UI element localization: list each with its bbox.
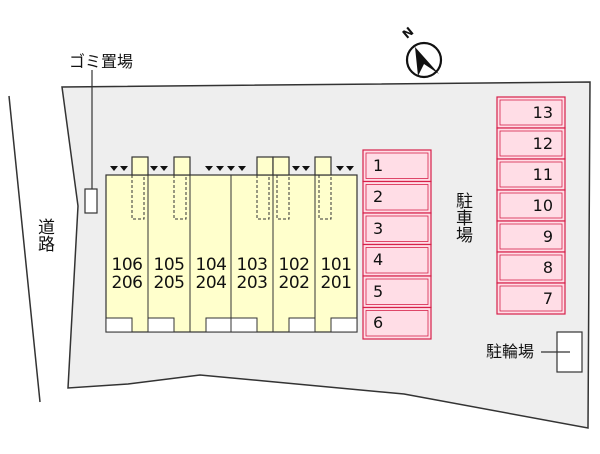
unit-number-lower: 105 xyxy=(153,255,185,275)
parking-space-inner-line xyxy=(365,247,429,274)
unit-entrance-box xyxy=(147,317,175,333)
parking-space-number: 3 xyxy=(373,218,384,238)
road-label: 道路 xyxy=(38,220,55,254)
parking-space-number: 2 xyxy=(373,187,384,207)
unit-number-upper: 206 xyxy=(111,273,143,293)
unit-number-lower: 103 xyxy=(236,255,268,275)
vertical-label-char: 道 xyxy=(38,218,55,238)
parking-space-number: 12 xyxy=(532,133,553,153)
parking-space-number: 4 xyxy=(373,250,384,270)
unit-entrance-box xyxy=(230,317,258,333)
parking-space-inner-line xyxy=(365,215,429,242)
parking-space-number: 11 xyxy=(532,164,553,184)
stair-tower xyxy=(131,156,149,176)
vertical-label-char: 路 xyxy=(38,235,55,255)
stair-dashed-outline xyxy=(256,175,270,220)
stair-dashed-outline xyxy=(276,175,290,220)
parking-space-inner-line xyxy=(499,192,563,219)
apartment-building xyxy=(105,156,358,333)
unit-number-upper: 202 xyxy=(278,273,310,293)
parking-space-inner-line xyxy=(365,278,429,305)
parking-space-inner-line xyxy=(365,152,429,179)
parking-space xyxy=(496,96,566,129)
parking-space-inner-line xyxy=(499,99,563,126)
stair-tower xyxy=(256,156,274,176)
compass-icon xyxy=(405,41,443,79)
parking-space-number: 13 xyxy=(532,102,553,122)
unit-entrance-box xyxy=(330,317,358,333)
unit-number-upper: 205 xyxy=(153,273,185,293)
parking-space xyxy=(362,306,432,340)
parking-space xyxy=(496,158,566,191)
unit-number-upper: 203 xyxy=(236,273,268,293)
vertical-label-char: 場 xyxy=(456,226,473,246)
parking-space xyxy=(362,275,432,309)
parking-right-column xyxy=(496,96,566,315)
parking-space-inner-line xyxy=(499,130,563,157)
parking-lot-label: 駐車場 xyxy=(456,194,473,245)
parking-space-inner-line xyxy=(499,285,563,312)
vertical-label-char: 駐 xyxy=(456,192,473,212)
parking-left-column xyxy=(362,149,432,340)
stair-dashed-outline xyxy=(318,175,332,220)
unit-number-upper: 201 xyxy=(320,273,352,293)
parking-space-number: 6 xyxy=(373,313,384,333)
parking-space-number: 9 xyxy=(542,226,553,246)
stair-tower xyxy=(314,156,332,176)
vertical-label-char: 車 xyxy=(456,209,473,229)
parking-space-inner-line xyxy=(499,223,563,250)
unit-number-upper: 204 xyxy=(195,273,227,293)
parking-space xyxy=(362,243,432,277)
stair-dashed-outline xyxy=(173,175,187,220)
parking-space-number: 5 xyxy=(373,281,384,301)
unit-number-lower: 106 xyxy=(111,255,143,275)
unit-entrance-box xyxy=(105,317,133,333)
stair-tower xyxy=(173,156,191,176)
parking-space xyxy=(496,251,566,284)
parking-space-number: 10 xyxy=(532,195,553,215)
parking-space-number: 8 xyxy=(542,257,553,277)
parking-space xyxy=(496,282,566,315)
unit-number-lower: 102 xyxy=(278,255,310,275)
stair-tower xyxy=(272,156,290,176)
entrance-arrows xyxy=(110,166,354,171)
unit-number-lower: 104 xyxy=(195,255,227,275)
parking-space-number: 7 xyxy=(542,288,553,308)
parking-space-inner-line xyxy=(365,310,429,337)
parking-space-inner-line xyxy=(499,161,563,188)
bicycle-parking-label: 駐輪場 xyxy=(486,342,535,361)
parking-space xyxy=(496,220,566,253)
parking-space xyxy=(496,189,566,222)
unit-entrance-box xyxy=(205,317,232,333)
stair-dashed-outline xyxy=(131,175,145,220)
parking-space-inner-line xyxy=(499,254,563,281)
parking-space-inner-line xyxy=(365,184,429,211)
parking-space xyxy=(362,212,432,246)
unit-entrance-box xyxy=(288,317,316,333)
road-edge-line xyxy=(8,95,41,403)
unit-number-lower: 101 xyxy=(320,255,352,275)
garbage-area-label: ゴミ置場 xyxy=(69,52,134,71)
garbage-area xyxy=(84,188,98,214)
parking-space-number: 1 xyxy=(373,155,384,175)
